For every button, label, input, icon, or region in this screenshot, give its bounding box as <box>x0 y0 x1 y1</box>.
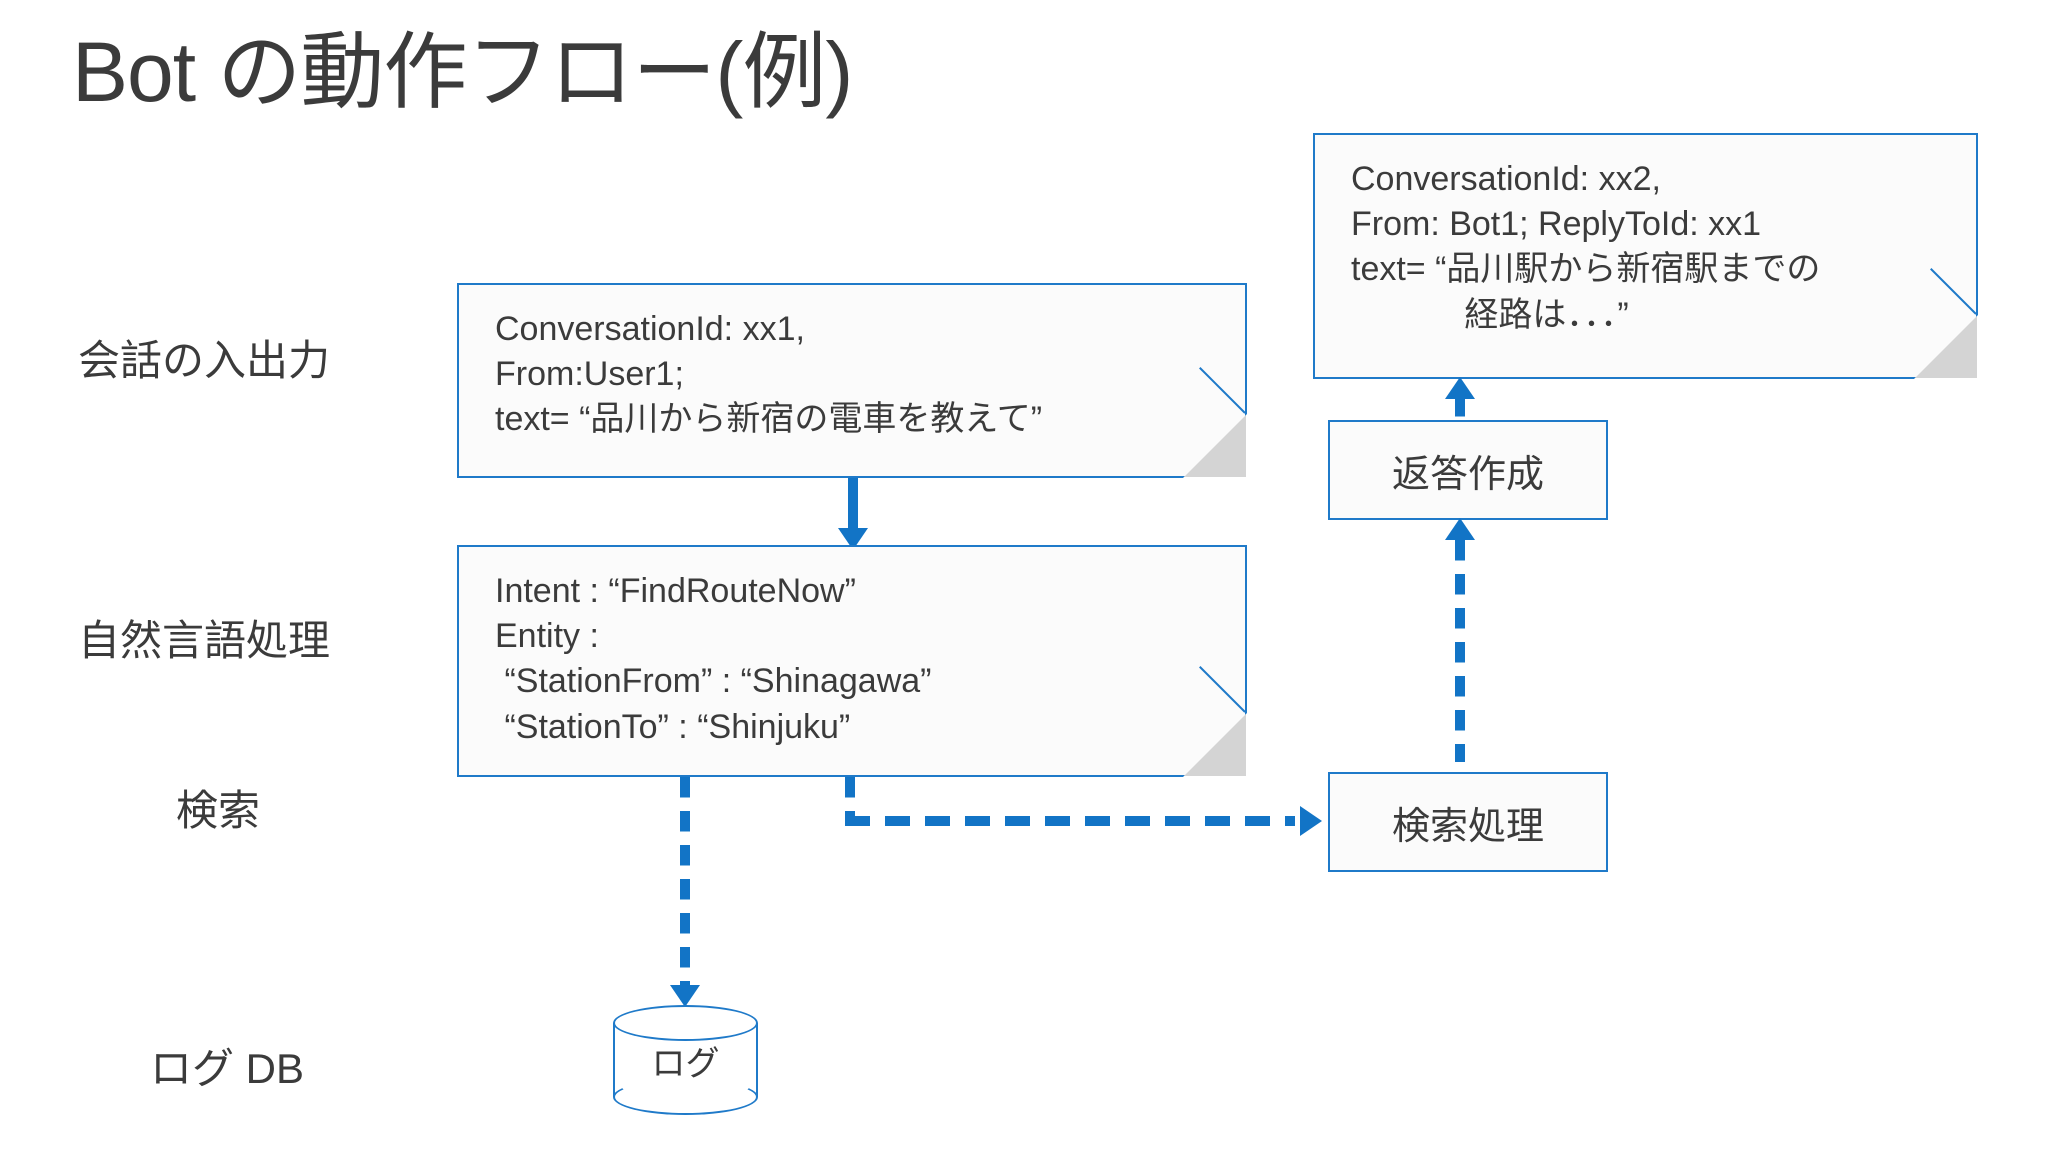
row-label-conversation-io: 会話の入出力 <box>78 337 331 384</box>
folded-corner-icon <box>1915 316 1977 378</box>
fold-edge-icon <box>1199 367 1246 414</box>
log-datastore[interactable]: ログ <box>613 1005 758 1115</box>
connector-nlu-to-search-line <box>845 816 1295 826</box>
connector-nlu-to-search-arrowhead <box>1300 806 1322 836</box>
connector-search-to-compose-line <box>1455 540 1465 762</box>
bot-reply-text: ConversationId: xx2, From: Bot1; ReplyTo… <box>1351 160 1821 334</box>
user-message-text: ConversationId: xx1, From:User1; text= “… <box>495 310 1043 439</box>
reply-compose-label: 返答作成 <box>1391 453 1544 496</box>
connector-user-to-nlu-arrowhead <box>838 528 868 550</box>
connector-compose-to-reply-arrowhead <box>1445 377 1475 399</box>
folded-corner-icon <box>1184 415 1246 477</box>
page-title: Bot の動作フロー(例) <box>72 25 853 119</box>
row-label-log-db: ログ DB <box>150 1045 305 1092</box>
connector-nlu-to-log-line <box>680 777 690 992</box>
bot-reply-document[interactable]: ConversationId: xx2, From: Bot1; ReplyTo… <box>1313 133 1978 379</box>
search-process[interactable]: 検索処理 <box>1328 772 1608 872</box>
fold-edge-icon <box>1199 666 1246 713</box>
row-label-search: 検索 <box>176 787 261 834</box>
folded-corner-icon <box>1184 714 1246 776</box>
nlu-result-document[interactable]: Intent : “FindRouteNow” Entity : “Statio… <box>457 545 1247 777</box>
log-datastore-label: ログ <box>651 1044 720 1083</box>
connector-nlu-to-log-arrowhead <box>670 985 700 1007</box>
connector-user-to-nlu-line <box>848 478 858 532</box>
cylinder-bottom-icon <box>613 1079 758 1115</box>
user-message-document[interactable]: ConversationId: xx1, From:User1; text= “… <box>457 283 1247 478</box>
cylinder-top-icon <box>613 1005 758 1041</box>
nlu-result-text: Intent : “FindRouteNow” Entity : “Statio… <box>495 572 932 746</box>
fold-edge-icon <box>1930 268 1977 315</box>
reply-compose-process[interactable]: 返答作成 <box>1328 420 1608 520</box>
connector-search-to-compose-arrowhead <box>1445 518 1475 540</box>
search-process-label: 検索処理 <box>1391 805 1544 848</box>
row-label-nlp: 自然言語処理 <box>78 617 331 664</box>
connector-compose-to-reply-line <box>1455 396 1465 442</box>
connector-nlu-to-search-stub <box>845 777 855 821</box>
